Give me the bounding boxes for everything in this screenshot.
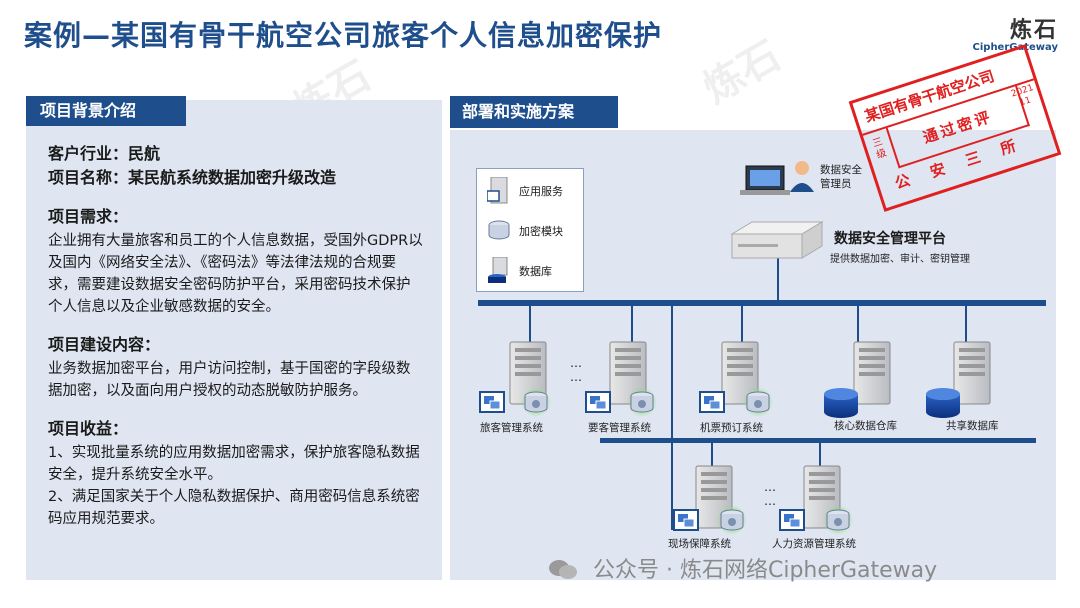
benefit-2: 2、满足国家关于个人隐私数据保护、商用密码信息系统密码应用规范要求。 (48, 489, 420, 527)
benefits-title: 项目收益： (48, 419, 129, 438)
logo-en: CipherGateway (972, 42, 1058, 53)
construction-title: 项目建设内容： (48, 335, 161, 354)
deployment-header: 部署和实施方案 (450, 96, 618, 128)
customer-industry: 客户行业：民航 (48, 144, 161, 163)
crypto-module-icon (488, 220, 510, 240)
project-background-body: 客户行业：民航 项目名称：某民航系统数据加密升级改造 项目需求： 企业拥有大量旅… (48, 142, 424, 530)
ellipsis-bottom-2: … (764, 494, 776, 508)
requirements-text: 企业拥有大量旅客和员工的个人信息数据，受国外GDPR以及国内《网络安全法》、《密… (48, 233, 423, 315)
system-core-db: 核心数据仓库 (834, 420, 897, 432)
system-ticket: 机票预订系统 (700, 422, 763, 434)
admin-label: 数据安全 管理员 (820, 163, 862, 191)
ellipsis-top-1: … (570, 356, 582, 370)
legend-item-crypto: 加密模块 (487, 219, 563, 243)
system-hr: 人力资源管理系统 (772, 538, 856, 550)
wechat-icon (549, 560, 577, 579)
platform-subtitle: 提供数据加密、审计、密钥管理 (830, 254, 970, 265)
legend-item-db: 数据库 (487, 257, 552, 285)
app-server-icon (487, 177, 508, 204)
legend-crypto-label: 加密模块 (519, 225, 563, 238)
architecture-diagram (478, 161, 1046, 536)
ellipsis-bottom-1: … (764, 480, 776, 494)
system-passenger: 旅客管理系统 (480, 422, 543, 434)
page-title: 案例—某国有骨干航空公司旅客个人信息加密保护 (24, 19, 663, 52)
admin-label-line1: 数据安全 (820, 164, 862, 176)
benefit-1: 1、实现批量系统的应用数据加密需求，保护旅客隐私数据安全，提升系统安全水平。 (48, 445, 420, 483)
admin-label-line2: 管理员 (820, 178, 852, 190)
ellipsis-top-2: … (570, 370, 582, 384)
legend: 应用服务 加密模块 数据库 (476, 168, 584, 292)
database-icon (488, 257, 508, 283)
project-name: 项目名称：某民航系统数据加密升级改造 (48, 168, 337, 187)
system-field: 现场保障系统 (668, 538, 731, 550)
construction-text: 业务数据加密平台，用户访问控制，基于国密的字段级数据加密，以及面向用户授权的动态… (48, 361, 411, 399)
project-background-panel: 项目背景介绍 客户行业：民航 项目名称：某民航系统数据加密升级改造 项目需求： … (26, 96, 442, 580)
seal-level: 三 级 (869, 135, 892, 163)
system-shared-db: 共享数据库 (946, 420, 999, 432)
legend-db-label: 数据库 (519, 265, 552, 278)
platform-title: 数据安全管理平台 (834, 231, 946, 247)
legend-item-app: 应用服务 (487, 177, 563, 205)
requirements-title: 项目需求： (48, 207, 129, 226)
background-watermark: 炼石 (695, 32, 789, 113)
legend-app-label: 应用服务 (519, 185, 563, 198)
brand-logo: 炼石 CipherGateway (973, 12, 1058, 53)
footer-text: 公众号 · 炼石网络CipherGateway (593, 558, 938, 583)
system-vip: 要客管理系统 (588, 422, 651, 434)
project-background-header: 项目背景介绍 (26, 96, 186, 126)
footer-watermark: 公众号 · 炼石网络CipherGateway (548, 552, 937, 584)
logo-cn: 炼石 (1009, 18, 1058, 43)
